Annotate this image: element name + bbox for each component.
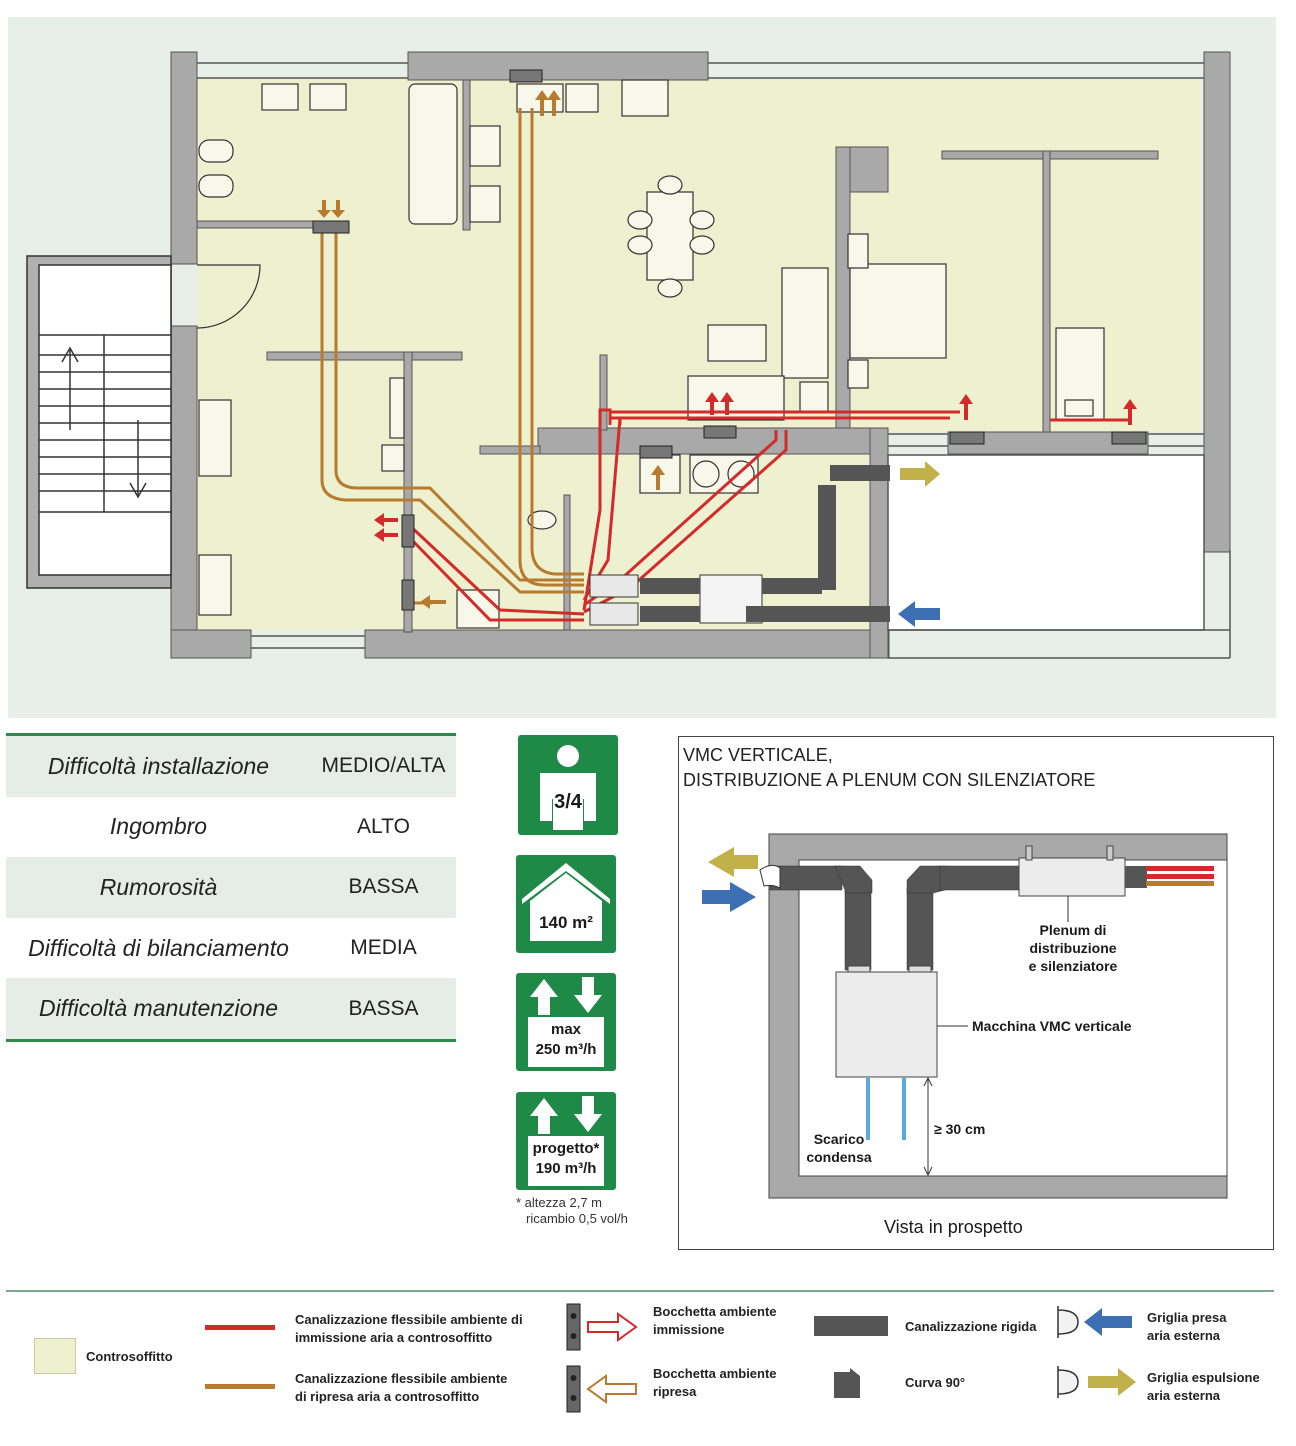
machine-label: Macchina VMC verticale — [972, 1018, 1132, 1034]
legend-line: Griglia espulsione — [1147, 1370, 1260, 1385]
legend-line: Canalizzazione flessibile ambiente — [295, 1371, 508, 1386]
legend-line: Bocchetta ambiente — [653, 1366, 777, 1381]
project-label: progetto* — [532, 1140, 600, 1157]
legend-intake: Griglia presa aria esterna — [1147, 1309, 1226, 1345]
footnote: * altezza 2,7 m ricambio 0,5 vol/h — [516, 1195, 628, 1227]
rigid-duct-icon — [814, 1316, 888, 1336]
footnote-line: ricambio 0,5 vol/h — [526, 1211, 628, 1226]
legend-line: Griglia presa — [1147, 1310, 1227, 1325]
rating-row: Rumorosità BASSA — [6, 857, 456, 918]
plenum-label-line: Plenum di distribuzione — [1029, 922, 1117, 956]
airflow-arrows-icon — [528, 977, 604, 1067]
legend-line: immissione aria a controsoffitto — [295, 1330, 493, 1345]
legend-line: Bocchetta ambiente — [653, 1304, 777, 1319]
return-duct-swatch — [205, 1384, 275, 1389]
legend-supply-duct: Canalizzazione flessibile ambiente di im… — [295, 1311, 523, 1347]
footnote-line: * altezza 2,7 m — [516, 1195, 602, 1210]
floor-plan — [8, 17, 1276, 718]
plenum-label-line: e silenziatore — [1028, 958, 1118, 974]
legend-line: aria esterna — [1147, 1328, 1220, 1343]
drain-label-line: condensa — [806, 1149, 872, 1165]
elbow-icon — [834, 1368, 860, 1398]
vmc-title-line1: VMC VERTICALE, — [683, 745, 833, 765]
return-vent-icon — [566, 1365, 581, 1413]
occupants-value: 3/4 — [554, 791, 582, 813]
floor-plan-drawing — [26, 51, 1231, 659]
rating-value: BASSA — [348, 875, 419, 899]
supply-duct-swatch — [205, 1325, 275, 1330]
legend-line: aria esterna — [1147, 1388, 1220, 1403]
max-label: max — [550, 1021, 582, 1038]
ratings-table: Difficoltà installazione MEDIO/ALTA Ingo… — [6, 733, 456, 1042]
rating-value: BASSA — [348, 996, 419, 1020]
max-flow-value: 250 m³/h — [535, 1041, 597, 1058]
legend-ceiling-label: Controsoffitto — [86, 1349, 173, 1364]
max-flow-icon: max 250 m³/h — [516, 973, 616, 1071]
legend-divider — [6, 1290, 1274, 1292]
rating-row: Difficoltà installazione MEDIO/ALTA — [6, 736, 456, 797]
rigid-duct-icons — [814, 1316, 888, 1398]
rating-label: Rumorosità — [99, 873, 218, 900]
rating-value: MEDIO/ALTA — [321, 754, 446, 778]
occupants-icon: 3/4 — [518, 735, 618, 835]
rating-label: Difficoltà installazione — [47, 752, 270, 779]
legend-exhaust: Griglia espulsione aria esterna — [1147, 1369, 1260, 1405]
ceiling-swatch — [34, 1338, 76, 1374]
exhaust-arrow-icon — [1088, 1368, 1136, 1396]
exhaust-grille-icon — [1057, 1366, 1079, 1398]
supply-vent-icon — [566, 1303, 581, 1351]
rating-label: Difficoltà di bilanciamento — [28, 934, 289, 961]
rating-label: Ingombro — [109, 813, 208, 840]
plenum-label: Plenum di distribuzione e silenziatore — [1000, 921, 1146, 975]
intake-arrow-icon — [1084, 1308, 1132, 1336]
return-arrow-icon — [586, 1374, 637, 1404]
rating-label: Difficoltà manutenzione — [38, 995, 279, 1022]
legend-line: ripresa — [653, 1384, 697, 1399]
house-icon — [522, 863, 610, 941]
drain-label: Scarico condensa — [806, 1130, 872, 1166]
rating-value: ALTO — [357, 814, 410, 838]
supply-arrow-icon — [587, 1312, 638, 1342]
view-caption: Vista in prospetto — [884, 1217, 1023, 1237]
rating-row: Difficoltà di bilanciamento MEDIA — [6, 918, 456, 979]
intake-grille-icon — [1057, 1306, 1079, 1338]
area-icon: 140 m² — [516, 855, 616, 953]
rating-value: MEDIA — [350, 936, 417, 960]
project-flow-value: 190 m³/h — [535, 1160, 597, 1177]
project-flow-icon: progetto* 190 m³/h — [516, 1092, 616, 1190]
drain-label-line: Scarico — [813, 1131, 865, 1147]
legend-return-duct: Canalizzazione flessibile ambiente di ri… — [295, 1370, 507, 1406]
legend-supply-vent: Bocchetta ambiente immissione — [653, 1303, 777, 1339]
vmc-elevation-panel — [678, 736, 1274, 1250]
legend-rigid: Canalizzazione rigida — [905, 1319, 1037, 1334]
vent-icons — [566, 1303, 638, 1413]
rating-row: Difficoltà manutenzione BASSA — [6, 978, 456, 1039]
legend-return-vent: Bocchetta ambiente ripresa — [653, 1365, 777, 1401]
area-value: 140 m² — [539, 913, 593, 932]
grille-icons — [1057, 1306, 1136, 1398]
vmc-title-line2: DISTRIBUZIONE A PLENUM CON SILENZIATORE — [683, 770, 1096, 790]
vmc-elevation-drawing — [702, 833, 1228, 1199]
legend-line: di ripresa aria a controsoffitto — [295, 1389, 480, 1404]
airflow-arrows-icon — [528, 1096, 604, 1186]
legend-elbow: Curva 90° — [905, 1375, 966, 1390]
legend-line: Canalizzazione flessibile ambiente di — [295, 1312, 523, 1327]
height-label: ≥ 30 cm — [934, 1121, 986, 1137]
legend-line: immissione — [653, 1322, 725, 1337]
person-icon — [540, 745, 596, 830]
rating-row: Ingombro ALTO — [6, 797, 456, 858]
